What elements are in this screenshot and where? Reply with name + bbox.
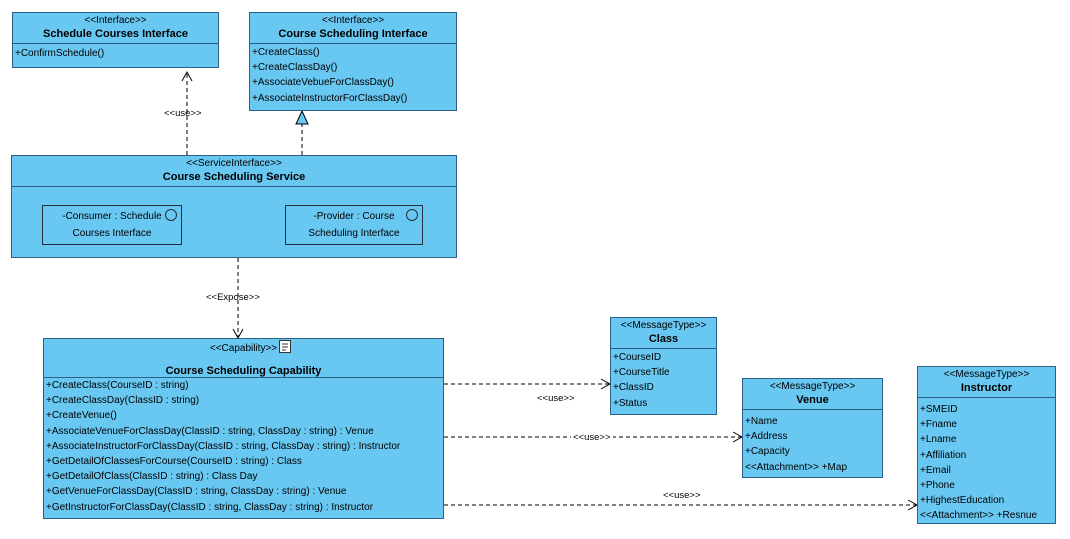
stereotype-label: <<MessageType>> xyxy=(620,320,707,331)
class-name: Schedule Courses Interface xyxy=(43,28,188,40)
venue-message-type-box[interactable]: <<MessageType>> Venue +Name +Address +Ca… xyxy=(742,378,883,478)
capability-icon xyxy=(279,340,291,353)
attribute: +SMEID xyxy=(920,404,958,415)
consumer-port-label-line1: -Consumer : Schedule xyxy=(62,211,162,222)
operation: +AssociateInstructorForClassDay(ClassID … xyxy=(46,440,401,452)
operation: +GetDetailOfClassesForCourse(CourseID : … xyxy=(46,455,302,467)
stereotype-label: <<Capability>> xyxy=(209,343,278,354)
class-message-type-box[interactable]: <<MessageType>> Class +CourseID +CourseT… xyxy=(610,317,717,415)
attribute: +Capacity xyxy=(745,446,790,458)
operation: +GetInstructorForClassDay(ClassID : stri… xyxy=(46,501,374,513)
instructor-message-type-box[interactable]: <<MessageType>> Instructor +SMEID +Fname… xyxy=(917,366,1056,524)
schedule-courses-interface-box[interactable]: <<Interface>> Schedule Courses Interface… xyxy=(12,12,219,68)
attribute: +Status xyxy=(613,397,648,409)
attribute: +HighestEducation xyxy=(920,495,1005,507)
operation: +CreateClassDay(ClassID : string) xyxy=(46,395,200,407)
attribute: +Fname xyxy=(920,419,957,431)
class-name: Course Scheduling Interface xyxy=(278,28,428,40)
attribute: <<Attachment>> +Map xyxy=(745,461,848,473)
stereotype-label: <<ServiceInterface>> xyxy=(186,158,282,169)
compartment-divider xyxy=(12,186,456,187)
compartment-divider xyxy=(44,377,443,378)
compartment-divider xyxy=(918,397,1055,398)
consumer-port-circle-icon xyxy=(165,209,177,221)
attribute: +ClassID xyxy=(613,382,654,394)
realization-triangle xyxy=(295,109,309,125)
attribute: +Address xyxy=(745,431,788,443)
operation: +CreateClass() xyxy=(252,47,320,58)
operation: +AssociateVenueForClassDay(ClassID : str… xyxy=(46,425,374,437)
attribute: +Lname xyxy=(920,434,957,446)
class-name: Instructor xyxy=(960,382,1013,394)
stereotype-label: <<Interface>> xyxy=(84,15,147,26)
attribute: <<Attachment>> +Resnue xyxy=(920,510,1038,522)
operation: +AssociateInstructorForClassDay() xyxy=(252,92,408,104)
class-name: Course Scheduling Service xyxy=(162,171,306,183)
operation: +AssociateVebueForClassDay() xyxy=(252,77,395,89)
compartment-divider xyxy=(250,43,456,44)
attribute: +Phone xyxy=(920,479,955,491)
use-label-top: <<use>> xyxy=(164,108,202,119)
provider-port[interactable]: -Provider : Course Scheduling Interface xyxy=(285,205,423,245)
operation: +ConfirmSchedule() xyxy=(15,48,105,59)
consumer-port[interactable]: -Consumer : Schedule Courses Interface xyxy=(42,205,182,245)
stereotype-label: <<MessageType>> xyxy=(769,381,856,392)
use-label-instructor: <<use>> xyxy=(663,490,701,501)
compartment-divider xyxy=(611,348,716,349)
attribute: +CourseID xyxy=(613,352,662,363)
stereotype-label: <<MessageType>> xyxy=(943,369,1030,380)
operation: +CreateClass(CourseID : string) xyxy=(46,380,189,391)
class-name: Venue xyxy=(796,394,829,406)
operation: +GetVenueForClassDay(ClassID : string, C… xyxy=(46,486,347,498)
stereotype-label: <<Interface>> xyxy=(321,15,385,26)
provider-port-label-line2: Scheduling Interface xyxy=(308,228,400,239)
operation: +CreateVenue() xyxy=(46,410,117,422)
compartment-divider xyxy=(743,409,882,410)
class-name: Class xyxy=(648,333,679,345)
course-scheduling-capability-box[interactable]: <<Capability>> Course Scheduling Capabil… xyxy=(43,338,444,519)
course-scheduling-interface-box[interactable]: <<Interface>> Course Scheduling Interfac… xyxy=(249,12,457,111)
expose-label: <<Expose>> xyxy=(206,292,260,303)
consumer-port-label-line2: Courses Interface xyxy=(72,228,152,239)
compartment-divider xyxy=(13,43,218,44)
use-label-venue: <<use>> xyxy=(571,432,613,443)
class-name: Course Scheduling Capability xyxy=(165,365,322,377)
attribute: +Affiliation xyxy=(920,449,967,461)
attribute: +Name xyxy=(745,416,778,427)
provider-port-label-line1: -Provider : Course xyxy=(313,211,395,222)
attribute: +CourseTitle xyxy=(613,367,670,379)
operation: +CreateClassDay() xyxy=(252,62,338,74)
attribute: +Email xyxy=(920,464,951,476)
operation: +GetDetailOfClass(ClassID : string) : Cl… xyxy=(46,471,258,483)
use-label-class: <<use>> xyxy=(537,393,575,404)
provider-port-circle-icon xyxy=(406,209,418,221)
